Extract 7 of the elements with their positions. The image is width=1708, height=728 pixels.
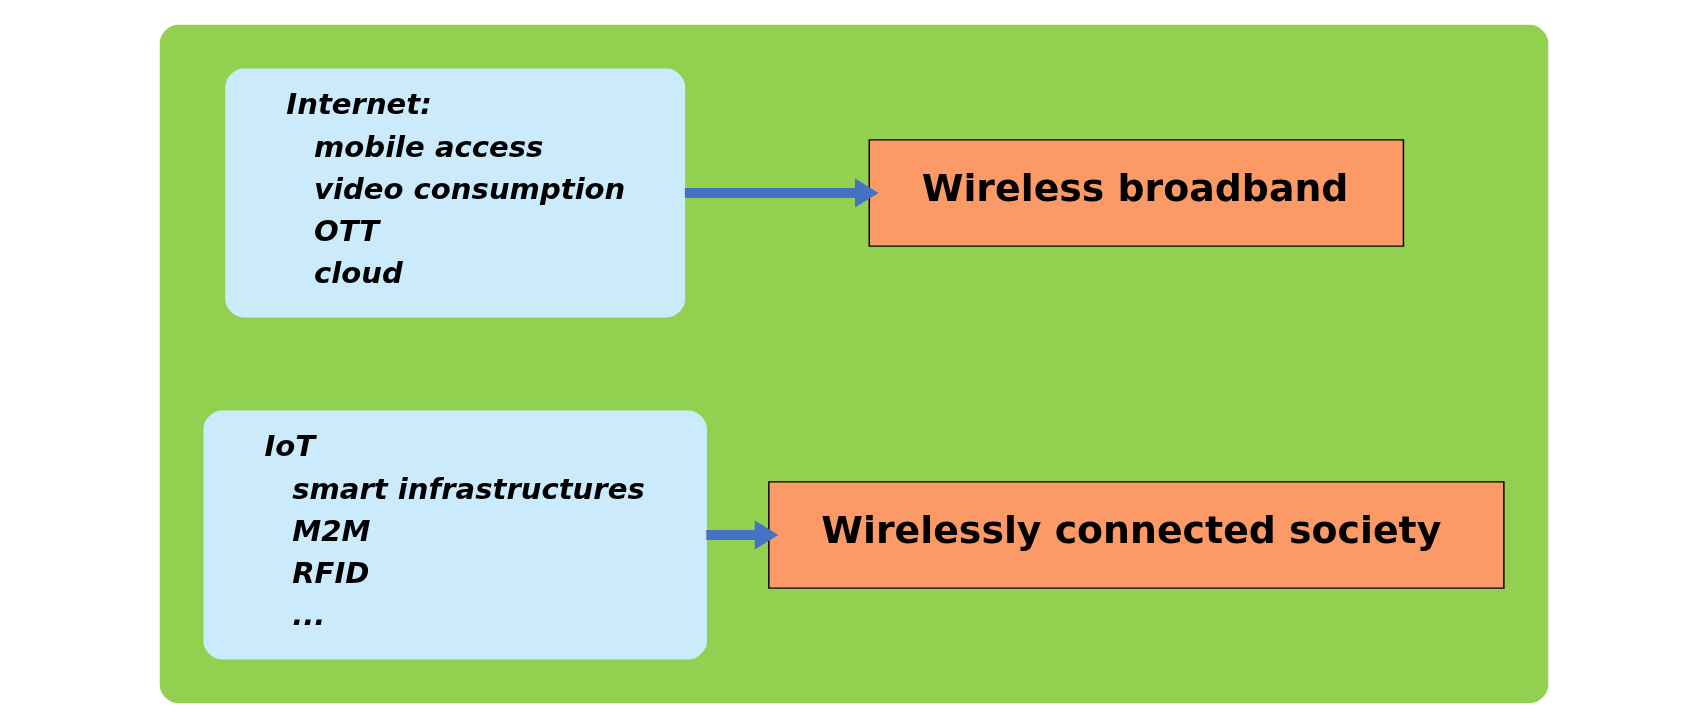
node-box: IoT smart infrastructures M2M RFID ... (203, 410, 707, 660)
node-box: Wireless broadband (868, 139, 1405, 247)
arrow (684, 178, 879, 208)
node-box: Internet: mobile access video consumption OTT cloud (225, 68, 686, 318)
node-box: Wirelessly connected society (768, 481, 1505, 589)
cluster (159, 24, 1549, 704)
arrow (706, 520, 779, 550)
